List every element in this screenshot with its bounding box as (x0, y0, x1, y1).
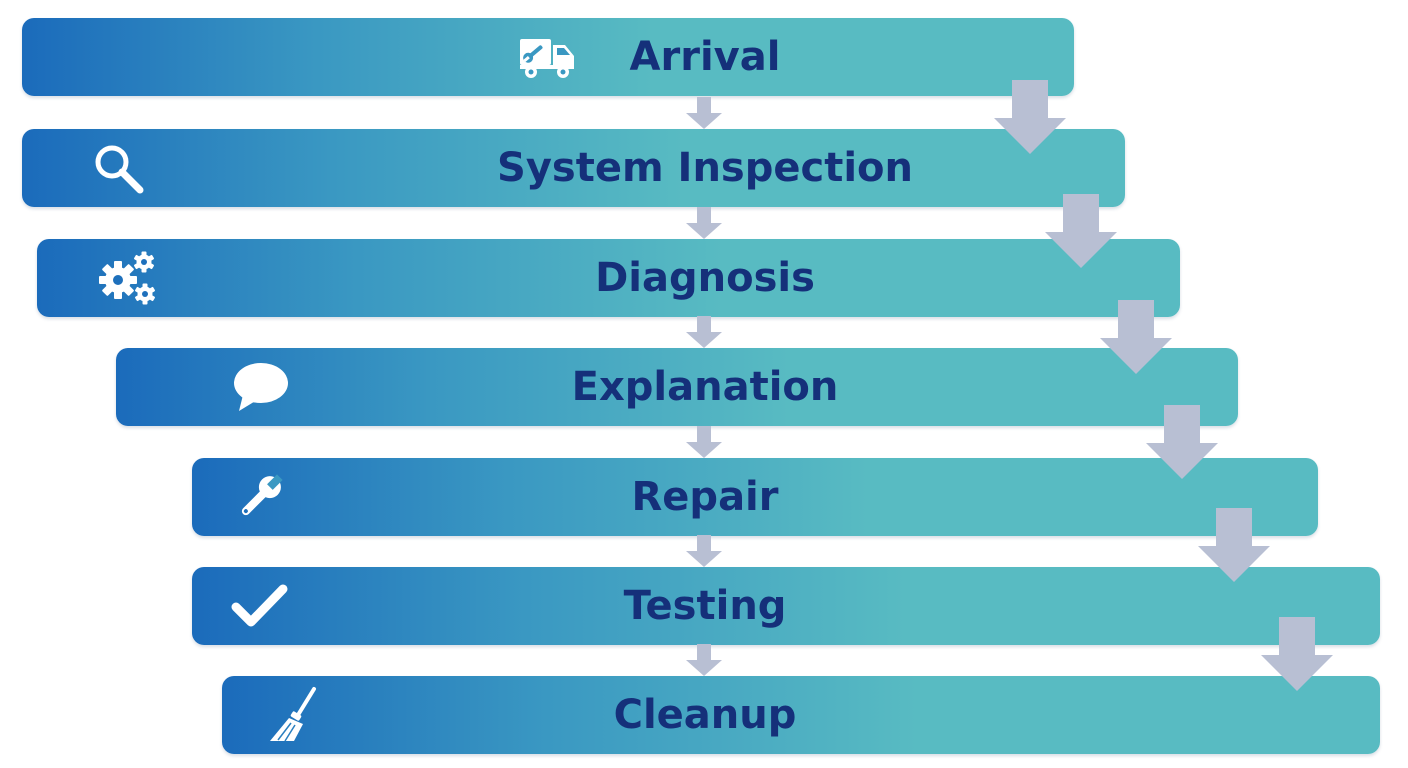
large-down-arrow-icon (994, 80, 1066, 154)
small-down-arrow-icon (686, 535, 722, 567)
step-label: System Inspection (497, 145, 913, 191)
step-label: Repair (631, 474, 779, 520)
step-system-inspection-bar: System Inspection (22, 129, 1125, 207)
checkmark-icon (230, 576, 290, 636)
large-down-arrow-icon (1198, 508, 1270, 582)
step-label: Explanation (571, 364, 839, 410)
step-label: Diagnosis (595, 255, 815, 301)
small-down-arrow-icon (686, 316, 722, 348)
large-down-arrow-icon (1261, 617, 1333, 691)
step-explanation-bar: Explanation (116, 348, 1238, 426)
small-down-arrow-icon (686, 97, 722, 129)
gears-icon (97, 248, 157, 308)
step-label: Cleanup (613, 692, 797, 738)
step-repair-bar: Repair (192, 458, 1318, 536)
large-down-arrow-icon (1146, 405, 1218, 479)
step-diagnosis-bar: Diagnosis (37, 239, 1180, 317)
truck-wrench-icon (518, 27, 578, 87)
step-testing-bar: Testing (192, 567, 1380, 645)
large-down-arrow-icon (1100, 300, 1172, 374)
small-down-arrow-icon (686, 644, 722, 676)
large-down-arrow-icon (1045, 194, 1117, 268)
speech-bubble-icon (230, 357, 290, 417)
wrench-icon (230, 467, 290, 527)
broom-icon (264, 685, 324, 745)
step-label: Testing (623, 583, 787, 629)
small-down-arrow-icon (686, 426, 722, 458)
step-label: Arrival (629, 34, 781, 80)
magnifier-icon (88, 138, 148, 198)
step-cleanup-bar: Cleanup (222, 676, 1380, 754)
small-down-arrow-icon (686, 207, 722, 239)
step-arrival-bar: Arrival (22, 18, 1074, 96)
